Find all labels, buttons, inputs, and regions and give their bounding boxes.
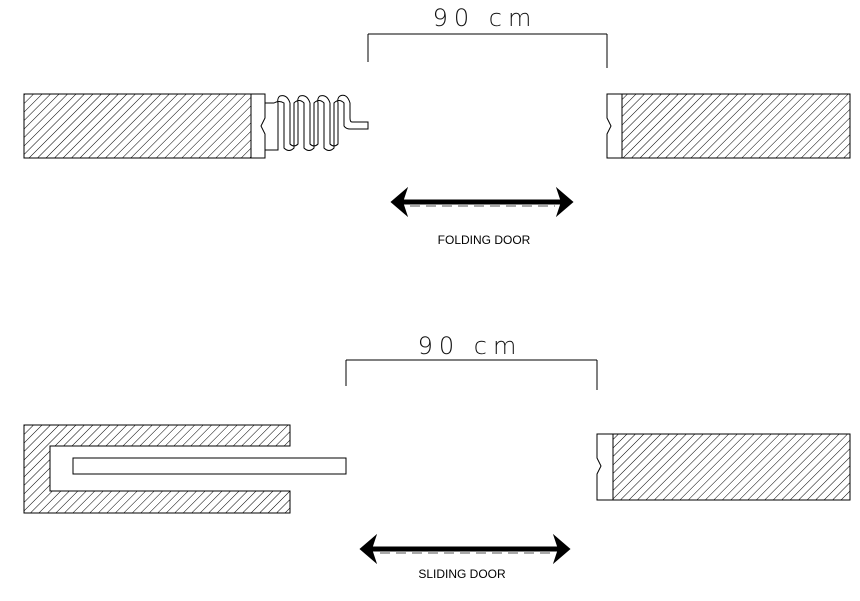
sliding-direction-arrow <box>359 533 571 565</box>
folding-left-jamb <box>250 93 266 159</box>
sliding-right-wall <box>612 433 851 501</box>
folding-dimension-label: 90 cm <box>433 4 538 32</box>
sliding-caption: SLIDING DOOR <box>418 567 506 581</box>
folding-right-wall <box>621 93 851 159</box>
sliding-door-leaf <box>72 457 347 475</box>
folding-accordion-panel <box>265 94 369 151</box>
sliding-dimension-line <box>345 359 598 390</box>
folding-right-jamb <box>606 93 623 159</box>
folding-door-group: 90 cm FOLDING DOOR <box>23 4 851 247</box>
folding-direction-arrow <box>390 186 574 218</box>
sliding-door-group: 90 cm SLIDING DOOR <box>23 332 851 581</box>
sliding-right-jamb <box>596 433 614 501</box>
sliding-left-pocket-wall <box>23 424 291 514</box>
sliding-dimension-label: 90 cm <box>418 332 523 360</box>
folding-dimension-line <box>367 33 608 68</box>
folding-left-wall <box>23 93 252 159</box>
folding-caption: FOLDING DOOR <box>438 233 531 247</box>
